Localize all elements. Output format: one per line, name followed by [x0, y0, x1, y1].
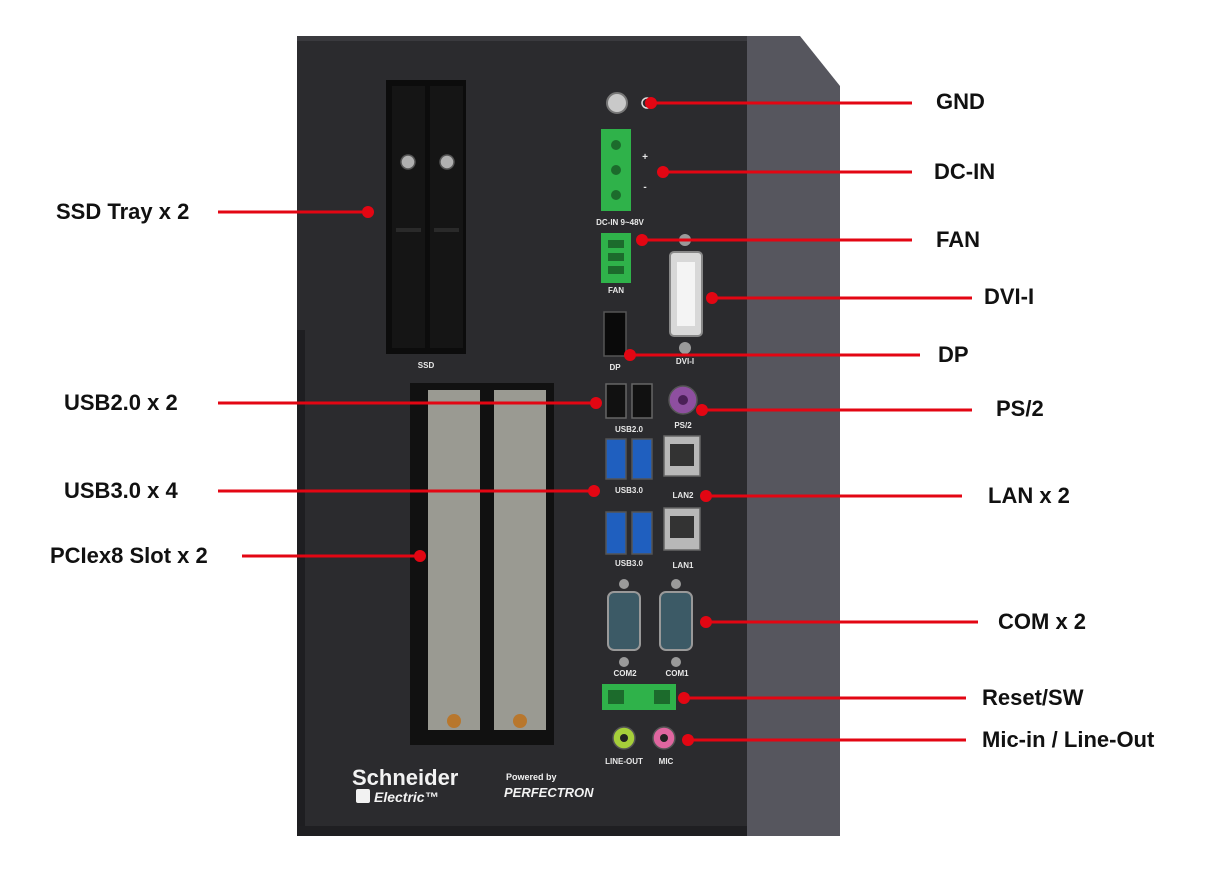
- usb3-port-4[interactable]: [631, 511, 653, 555]
- callout-dot-dvi-i: [706, 292, 718, 304]
- callout-label-dp: DP: [938, 342, 969, 367]
- pcie-slot-1-bracket[interactable]: [428, 390, 480, 730]
- usb3-port-1[interactable]: [605, 438, 627, 480]
- callout-label-dc-in: DC-IN: [934, 159, 996, 184]
- pcie-slot-1-screw[interactable]: [447, 714, 461, 728]
- callout-dot-dc-in: [657, 166, 669, 178]
- dp-port[interactable]: [603, 311, 627, 357]
- callout-label-usb3: USB3.0 x 4: [64, 478, 178, 503]
- callout-label-usb2: USB2.0 x 2: [64, 390, 178, 415]
- pcie-slots: [410, 383, 554, 745]
- com1-screw-bottom: [671, 657, 681, 667]
- com2-screw-top: [619, 579, 629, 589]
- callout-dot-pcie: [414, 550, 426, 562]
- ssd-tray-right-latch: [434, 228, 459, 232]
- dvi-screw-bottom: [679, 342, 691, 354]
- gnd-screw[interactable]: [606, 92, 628, 114]
- callout-dot-com: [700, 616, 712, 628]
- lan1-label: LAN1: [673, 561, 694, 570]
- fan-pin-3: [608, 266, 624, 274]
- chassis-top-edge: [297, 36, 747, 41]
- callout-dot-usb3: [588, 485, 600, 497]
- mic-jack-center: [660, 734, 668, 742]
- callout-dot-ps2: [696, 404, 708, 416]
- ssd-tray-right[interactable]: [430, 86, 463, 348]
- reset-sw-block-2: [654, 690, 670, 704]
- usb3-port-2[interactable]: [631, 438, 653, 480]
- com2-label: COM2: [613, 669, 637, 678]
- com2-port[interactable]: [607, 591, 641, 651]
- callout-label-pcie: PCIex8 Slot x 2: [50, 543, 208, 568]
- usb2-port-1[interactable]: [605, 383, 627, 419]
- dvi-i-pin-field: [677, 262, 695, 326]
- callout-label-reset-sw: Reset/SW: [982, 685, 1084, 710]
- dc-in-pin-1: [611, 140, 621, 150]
- brand-schneider: Schneider: [352, 765, 459, 790]
- callout-label-ssd: SSD Tray x 2: [56, 199, 190, 224]
- usb3-bottom-label: USB3.0: [615, 559, 644, 568]
- dc-in-pin-3: [611, 190, 621, 200]
- callout-dot-dp: [624, 349, 636, 361]
- usb2-label: USB2.0: [615, 425, 644, 434]
- com1-label: COM1: [665, 669, 689, 678]
- callout-label-fan: FAN: [936, 227, 980, 252]
- fan-pin-1: [608, 240, 624, 248]
- fan-pin-2: [608, 253, 624, 261]
- fan-label: FAN: [608, 286, 624, 295]
- lan2-jack: [670, 444, 694, 466]
- pcie-slot-2-bracket[interactable]: [494, 390, 546, 730]
- usb2-port-2[interactable]: [631, 383, 653, 419]
- callout-dot-lan: [700, 490, 712, 502]
- dc-in-plus-label: +: [642, 152, 648, 163]
- schneider-logo-icon: [356, 789, 370, 803]
- callout-label-lan: LAN x 2: [988, 483, 1070, 508]
- reset-sw-block-1: [608, 690, 624, 704]
- dc-in-voltage-label: DC-IN 9~48V: [596, 218, 644, 227]
- callout-lines: [218, 97, 978, 746]
- chassis-bottom-edge: [297, 826, 747, 836]
- mic-label: MIC: [659, 757, 674, 766]
- chassis-left-rail: [297, 330, 305, 836]
- brand-electric: Electric™: [374, 789, 439, 805]
- com2-screw-bottom: [619, 657, 629, 667]
- callout-label-audio: Mic-in / Line-Out: [982, 727, 1155, 752]
- dc-in-pin-2: [611, 165, 621, 175]
- line-out-jack-center: [620, 734, 628, 742]
- callout-label-com: COM x 2: [998, 609, 1087, 634]
- chassis-side-panel: [747, 36, 840, 836]
- callout-label-gnd: GND: [936, 89, 985, 114]
- brand-powered-by: Powered by: [506, 772, 557, 782]
- ssd-tray-right-screw[interactable]: [439, 154, 455, 170]
- callout-dot-fan: [636, 234, 648, 246]
- pcie-slot-2-screw[interactable]: [513, 714, 527, 728]
- callout-dot-reset-sw: [678, 692, 690, 704]
- lan1-jack: [670, 516, 694, 538]
- line-out-label: LINE-OUT: [605, 757, 643, 766]
- ps2-label: PS/2: [674, 421, 692, 430]
- ssd-label: SSD: [418, 361, 435, 370]
- dvi-label: DVI-I: [676, 357, 694, 366]
- callout-dot-ssd: [362, 206, 374, 218]
- callout-dot-gnd: [645, 97, 657, 109]
- ssd-bay: SSD: [386, 80, 466, 370]
- usb3-top-label: USB3.0: [615, 486, 644, 495]
- callout-dot-audio: [682, 734, 694, 746]
- callout-label-dvi-i: DVI-I: [984, 284, 1035, 309]
- callout-label-ps2: PS/2: [996, 396, 1044, 421]
- ps2-port-center: [678, 395, 688, 405]
- brand-perfectron: PERFECTRON: [504, 785, 594, 800]
- dp-label: DP: [609, 363, 621, 372]
- com1-port[interactable]: [659, 591, 693, 651]
- com1-screw-top: [671, 579, 681, 589]
- lan2-label: LAN2: [673, 491, 694, 500]
- ssd-tray-left[interactable]: [392, 86, 425, 348]
- dc-in-minus-label: -: [643, 182, 646, 193]
- usb3-port-3[interactable]: [605, 511, 627, 555]
- ssd-tray-left-screw[interactable]: [400, 154, 416, 170]
- callout-dot-usb2: [590, 397, 602, 409]
- ssd-tray-left-latch: [396, 228, 421, 232]
